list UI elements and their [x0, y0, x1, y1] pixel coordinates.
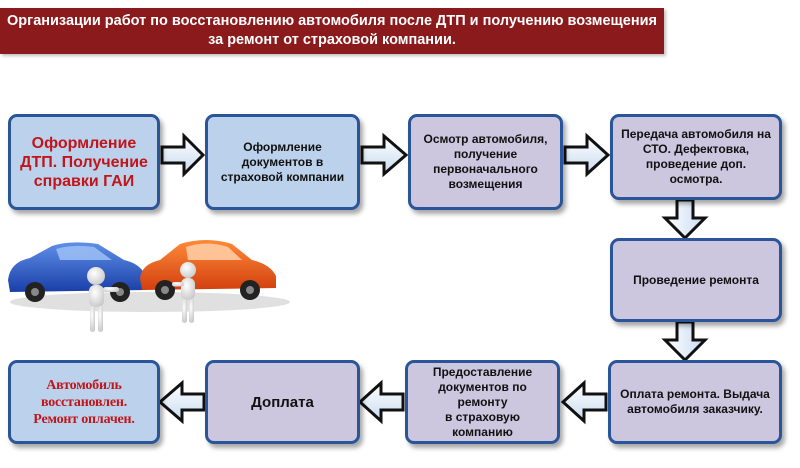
- arrow-right-2: [360, 132, 409, 178]
- step-ddt-registration: Оформление ДТП. Получение справки ГАИ: [8, 114, 160, 210]
- car-accident-illustration: [8, 240, 290, 332]
- arrow-down-1: [661, 198, 709, 241]
- step-submit-repair-documents: Предоставление документов по ремонту в с…: [405, 360, 560, 444]
- step-label: Оформление документов в страховой компан…: [220, 139, 345, 184]
- step-car-restored: Автомобиль восстановлен. Ремонт оплачен.: [8, 360, 160, 444]
- step-insurance-documents: Оформление документов в страховой компан…: [205, 114, 360, 210]
- blue-car-icon: [8, 242, 146, 302]
- person-figure-icon: [87, 267, 119, 332]
- step-service-station-handover: Передача автомобиля на СТО. Дефектовка, …: [610, 114, 782, 200]
- arrow-left-1: [560, 379, 608, 425]
- step-label: Предоставление документов по ремонту в с…: [432, 364, 533, 439]
- step-repair: Проведение ремонта: [610, 238, 782, 322]
- person-figure-icon: [172, 262, 196, 323]
- arrow-right-3: [563, 132, 611, 178]
- title-banner: Организации работ по восстановлению авто…: [0, 8, 664, 54]
- step-payment-delivery: Оплата ремонта. Выдача автомобиля заказч…: [608, 360, 782, 444]
- step-label: Оплата ремонта. Выдача автомобиля заказч…: [620, 387, 770, 416]
- arrow-left-2: [357, 379, 405, 425]
- arrow-down-2: [661, 320, 709, 363]
- step-label: Доплата: [251, 393, 314, 411]
- step-label: Автомобиль восстановлен. Ремонт оплачен.: [33, 377, 135, 427]
- step-label: Проведение ремонта: [633, 272, 759, 287]
- step-surcharge: Доплата: [205, 360, 360, 444]
- arrow-right-1: [160, 132, 206, 178]
- title-line-2: за ремонт от страховой компании.: [208, 32, 456, 48]
- step-car-inspection: Осмотр автомобиля, получение первоначаль…: [408, 114, 563, 210]
- step-label: Передача автомобиля на СТО. Дефектовка, …: [621, 127, 771, 186]
- title-line-1: Организации работ по восстановлению авто…: [7, 13, 657, 29]
- orange-car-icon: [140, 240, 276, 300]
- arrow-left-3: [157, 379, 206, 425]
- step-label: Оформление ДТП. Получение справки ГАИ: [20, 134, 148, 190]
- step-label: Осмотр автомобиля, получение первоначаль…: [423, 132, 548, 191]
